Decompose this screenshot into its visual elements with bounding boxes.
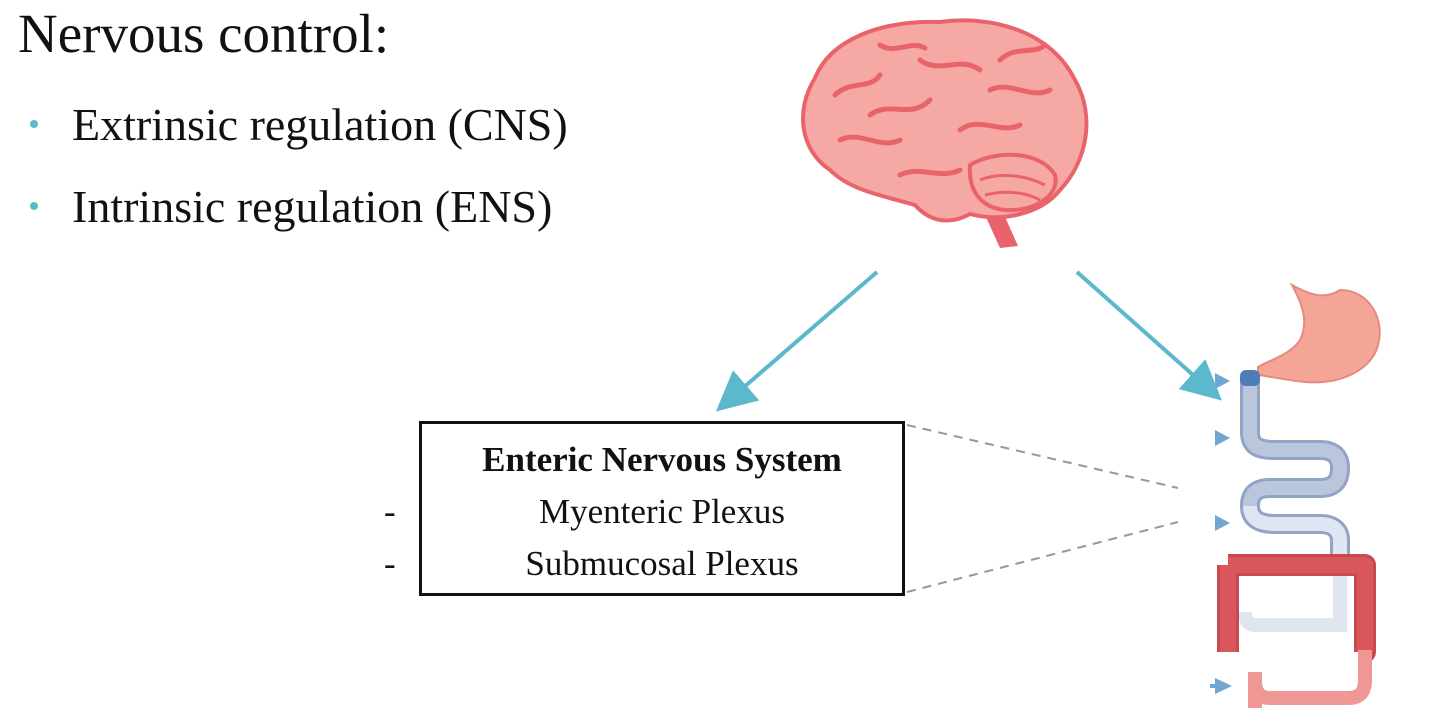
- bullet-list: Extrinsic regulation (CNS) Intrinsic reg…: [30, 102, 568, 266]
- bullet-dot-icon: [30, 202, 38, 210]
- bullet-text: Intrinsic regulation (ENS): [72, 181, 553, 232]
- bullet-text: Extrinsic regulation (CNS): [72, 99, 568, 150]
- dashed-connector-bottom: [906, 521, 1179, 593]
- bullet-item: Intrinsic regulation (ENS): [30, 184, 568, 266]
- ens-item-submucosal: Submucosal Plexus: [525, 544, 799, 583]
- bullet-item: Extrinsic regulation (CNS): [30, 102, 568, 184]
- digestive-tract-icon: [1210, 282, 1381, 708]
- slide-title: Nervous control:: [18, 3, 390, 64]
- ens-box-title: Enteric Nervous System: [482, 440, 842, 479]
- ens-item-myenteric: Myenteric Plexus: [539, 492, 785, 531]
- dashed-connector-top: [906, 424, 1179, 489]
- bullet-dot-icon: [30, 120, 38, 128]
- ens-box: Enteric Nervous System Myenteric Plexus …: [419, 421, 905, 596]
- list-marker: -: [384, 492, 396, 531]
- brain-icon: [801, 18, 1089, 248]
- arrow-to-ens: [715, 270, 879, 412]
- arrow-to-gut: [1075, 270, 1222, 401]
- list-marker: -: [384, 544, 396, 583]
